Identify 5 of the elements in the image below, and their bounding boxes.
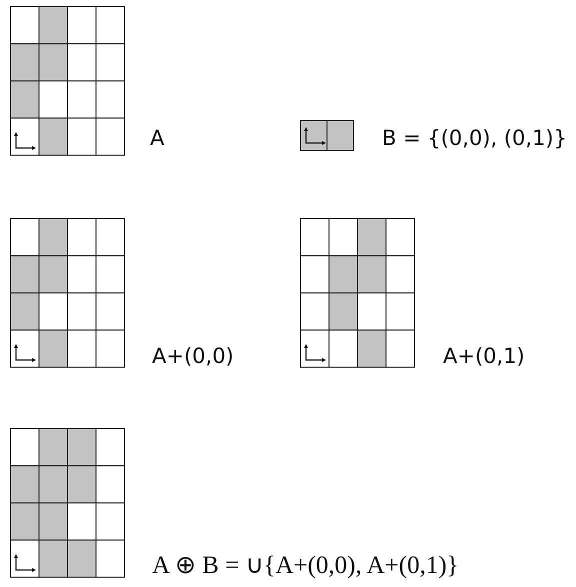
set-label: B = {(0,0), (0,1)} [382, 128, 567, 149]
dilation-formula: A ⊕ B = ∪{A+(0,0), A+(0,1)} [152, 553, 459, 578]
set-label: A [150, 128, 164, 149]
set-label: A+(0,0) [152, 346, 234, 367]
set-label: A+(0,1) [443, 346, 525, 367]
